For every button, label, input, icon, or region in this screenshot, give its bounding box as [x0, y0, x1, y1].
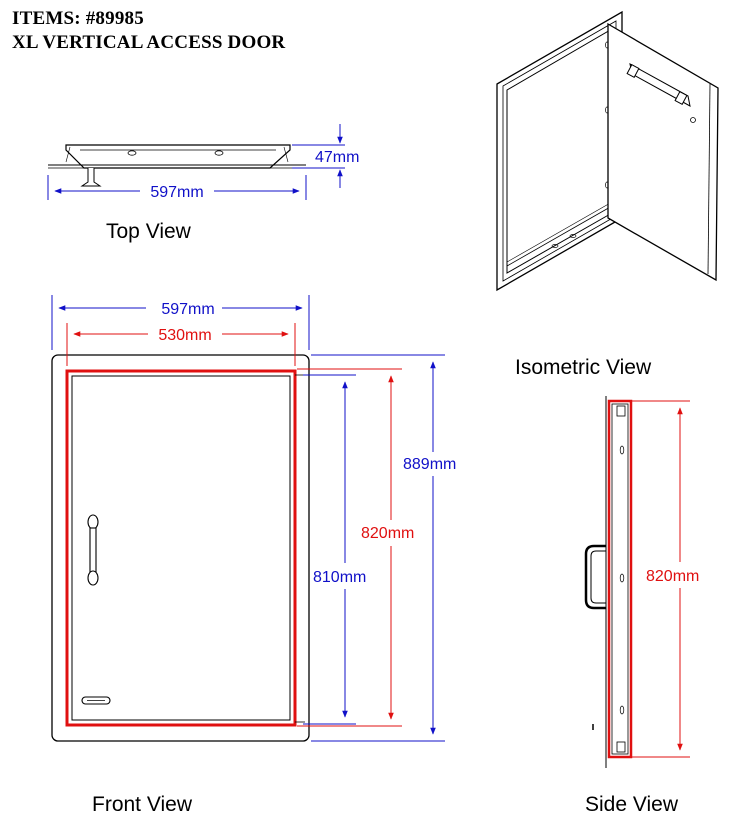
front-opening-height-label: 810mm — [313, 569, 366, 586]
top-width-label: 597mm — [150, 184, 203, 201]
front-view-drawing — [51, 354, 310, 742]
isometric-view-caption: Isometric View — [515, 356, 652, 379]
top-view-drawing — [48, 144, 306, 187]
product-name: XL VERTICAL ACCESS DOOR — [12, 32, 286, 53]
top-depth-label: 47mm — [315, 149, 359, 166]
side-view-dimensions — [632, 400, 690, 758]
isometric-view-drawing — [496, 10, 719, 292]
front-outer-width-label: 597mm — [161, 301, 214, 318]
front-view-dimensions — [51, 295, 445, 742]
side-height-label: 820mm — [646, 568, 699, 585]
front-view-caption: Front View — [92, 793, 192, 816]
top-view-caption: Top View — [106, 220, 191, 243]
side-view-drawing — [584, 396, 633, 768]
front-inner-width-label: 530mm — [158, 327, 211, 344]
front-inner-height-label: 820mm — [361, 525, 414, 542]
front-outer-height-label: 889mm — [403, 456, 456, 473]
top-view-dimensions — [47, 124, 345, 200]
items-number: ITEMS: #89985 — [12, 8, 144, 29]
side-view-caption: Side View — [585, 793, 679, 816]
